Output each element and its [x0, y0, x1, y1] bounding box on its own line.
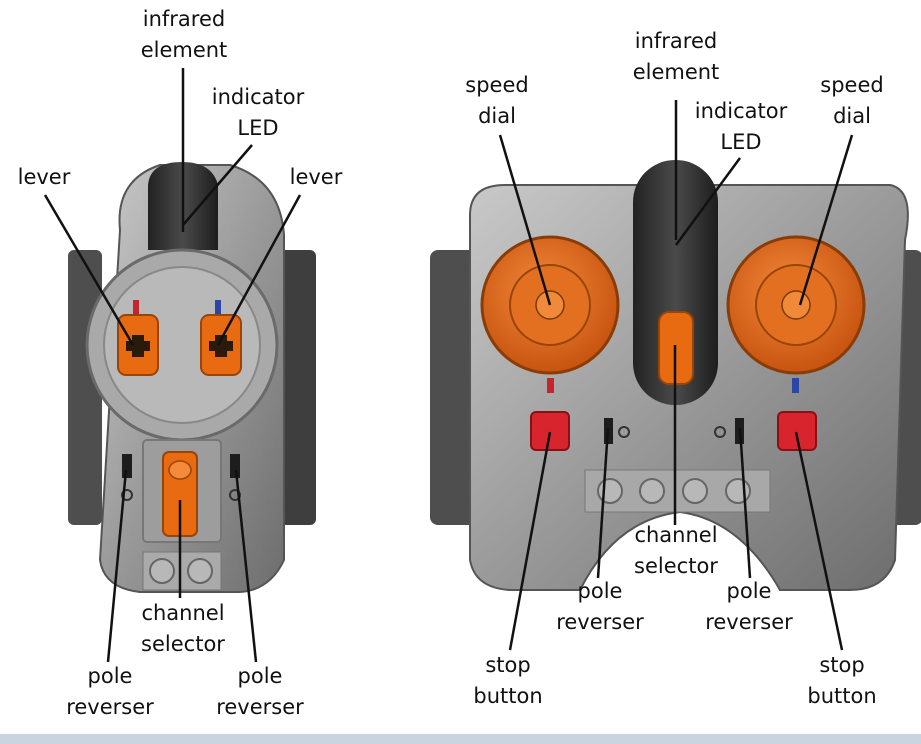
label-left-lever-2: lever: [289, 165, 343, 189]
left-blue-marker: [215, 300, 221, 314]
leader-right-dial-2: [798, 134, 854, 306]
leader-right-stop-1: [508, 431, 552, 651]
stop-button-left: [530, 411, 570, 451]
leader-left-pole-2: [234, 469, 258, 663]
right-ir-element: [633, 160, 718, 405]
leader-right-dial-1: [498, 134, 552, 306]
leader-left-led: [182, 144, 253, 226]
leader-right-pole-2: [738, 427, 752, 579]
leader-right-led: [674, 157, 742, 246]
leader-left-pole-1: [106, 469, 128, 663]
left-pole-reverser-1: [122, 454, 132, 478]
left-pole-reverser-2: [230, 454, 240, 478]
label-left-lever-1: lever: [17, 165, 71, 189]
left-remote-grip-right: [278, 250, 316, 525]
left-remote: [68, 162, 316, 593]
stop-button-right: [777, 411, 817, 451]
left-red-marker: [133, 300, 139, 314]
leader-lines: [43, 68, 854, 663]
leader-left-lever-1: [43, 194, 135, 346]
right-remote-grip-left: [430, 250, 478, 525]
right-remote: [430, 160, 921, 591]
leader-left-lever-2: [216, 194, 302, 346]
footer-bar: [0, 734, 921, 744]
leader-right-stop-2: [794, 431, 844, 651]
leader-right-pole-1: [596, 427, 610, 579]
